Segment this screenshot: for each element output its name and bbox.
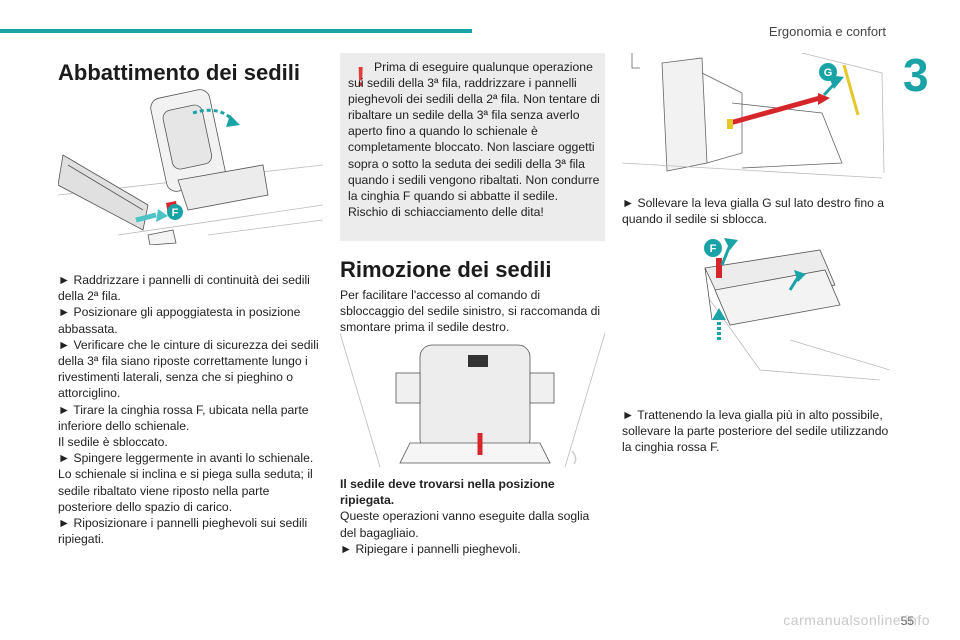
svg-text:F: F	[172, 207, 179, 219]
arrow-tilt-icon	[192, 108, 235, 122]
step-text: Lo schienale si inclina e si piega sulla…	[58, 467, 313, 514]
section-heading-rimozione: Rimozione dei sedili	[340, 257, 552, 282]
rimozione-notes: Il sedile deve trovarsi nella posizione …	[340, 476, 605, 557]
intro-text: Per facilitare l'accesso al comando di s…	[340, 288, 601, 335]
step-text: ► Trattenendo la leva gialla più in alto…	[622, 408, 889, 455]
step-text: ► Sollevare la leva gialla G sul lato de…	[622, 196, 885, 227]
figure-yellow-lever: G	[622, 53, 885, 179]
step-text: ► Riposizionare i pannelli pieghevoli su…	[58, 516, 308, 547]
svg-text:G: G	[824, 67, 833, 79]
note-text: Queste operazioni vanno eseguite dalla s…	[340, 509, 590, 540]
header-accent-bar	[0, 29, 472, 33]
step-text: ► Verificare che le cinture di sicurezza…	[58, 337, 319, 401]
column-1: Abbattimento dei sedili	[58, 60, 323, 86]
warning-icon: !	[356, 61, 366, 92]
svg-text:F: F	[710, 243, 717, 255]
warning-box: ! Prima di eseguire qualunque operazione…	[340, 53, 605, 241]
badge-f-icon: F	[704, 239, 722, 257]
step-text: ► Posizionare gli appoggiatesta in posiz…	[58, 305, 301, 336]
chapter-number: 3	[903, 49, 929, 101]
step-text: ► Tirare la cinghia rossa F, ubicata nel…	[58, 402, 309, 433]
warning-text: Prima di eseguire qualunque operazione s…	[348, 60, 600, 219]
figure-seat-folding: F	[58, 89, 323, 245]
step-text: ► Spingere leggermente in avanti lo schi…	[58, 451, 314, 466]
step-lever: ► Sollevare la leva gialla G sul lato de…	[622, 195, 890, 227]
column-2: Rimozione dei sedili Per facilitare l'ac…	[340, 257, 605, 336]
steps-abbattimento: ► Raddrizzare i pannelli di continuità d…	[58, 272, 323, 547]
step-text: ► Ripiegare i pannelli pieghevoli.	[340, 541, 521, 556]
figure-seat-lift: F	[704, 238, 890, 381]
watermark: carmanualsonline.info	[783, 612, 930, 628]
badge-f-icon: F	[167, 204, 183, 220]
page-number: 55	[900, 614, 914, 628]
badge-g-icon: G	[819, 63, 837, 81]
figure-seat-folded-top	[340, 333, 605, 467]
chapter-title: Ergonomia e confort	[768, 24, 886, 39]
step-lift: ► Trattenendo la leva gialla più in alto…	[622, 407, 890, 456]
note-bold: Il sedile deve trovarsi nella posizione …	[340, 477, 555, 508]
section-heading-abbattimento: Abbattimento dei sedili	[58, 60, 301, 85]
step-text: Il sedile è sbloccato.	[58, 435, 168, 450]
step-text: ► Raddrizzare i pannelli di continuità d…	[58, 273, 310, 304]
